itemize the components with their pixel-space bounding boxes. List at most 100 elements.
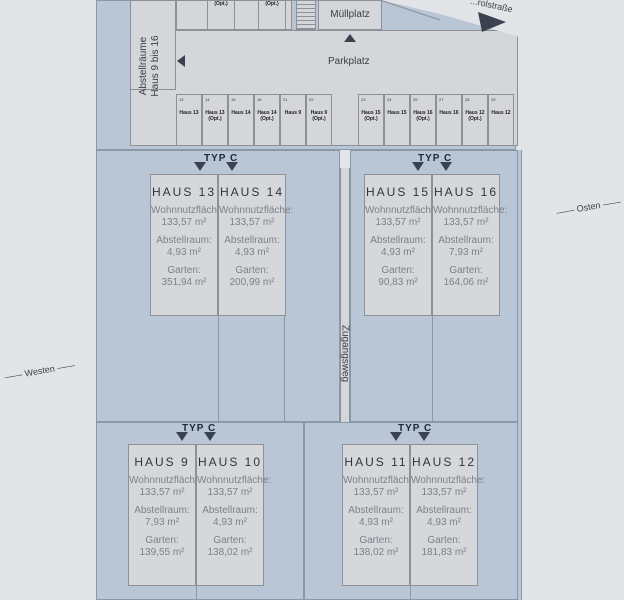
storage-value: 4,93 m² <box>167 247 201 258</box>
parking-spot-number: 28 <box>465 97 470 102</box>
garden-label: Garten: <box>235 265 269 276</box>
garden-value: 138,02 m² <box>207 547 253 558</box>
parking-spot-number: 25 <box>413 97 418 102</box>
parking-spot-number: 24 <box>387 97 392 102</box>
parking-spot-number: 16 <box>257 97 262 102</box>
waste-area-label: Müllplatz <box>330 9 370 20</box>
street-edge <box>380 0 530 40</box>
storage-value: 4,93 m² <box>235 247 269 258</box>
parking-spot-label: (Opt.) <box>265 1 279 7</box>
arrow-down-icon <box>390 432 402 441</box>
arrow-down-icon <box>204 432 216 441</box>
living-area-label: Wohnnutzfläche: <box>151 205 226 216</box>
garden-label: Garten: <box>167 265 201 276</box>
house-name: HAUS 10 <box>197 455 263 469</box>
storage-value: 4,93 m² <box>427 517 461 528</box>
living-area-label: Wohnnutzfläche: <box>365 205 440 216</box>
parking-spot-number: 14 <box>205 97 210 102</box>
garden-value: 181,83 m² <box>421 547 467 558</box>
garden-divider <box>218 316 219 422</box>
parking-spot-label: Haus 13 <box>179 110 199 116</box>
west-label: —— Westen —— <box>3 359 76 383</box>
storage-label: Abstellraum: <box>416 505 472 516</box>
storage-value: 7,93 m² <box>449 247 483 258</box>
parking-label: Parkplatz <box>328 56 370 67</box>
garden-label: Garten: <box>359 535 393 546</box>
parking-spot-label: (Opt.) <box>214 1 228 7</box>
garden-divider <box>196 585 197 600</box>
house-name: HAUS 13 <box>151 185 217 199</box>
parking-spot-label: Haus 9 <box>284 110 302 116</box>
type-c-label: TYP C <box>418 153 453 164</box>
living-area-label: Wohnnutzfläche: <box>219 205 294 216</box>
arrow-up-icon <box>344 34 356 42</box>
arrow-down-icon <box>418 432 430 441</box>
access-path-label: Zugangsweg <box>339 324 351 383</box>
parking-spot-label: Haus 15 <box>387 110 407 116</box>
living-area-label: Wohnnutzfläche: <box>343 475 418 486</box>
west-text: Westen <box>23 363 56 379</box>
living-area-value: 133,57 m² <box>353 487 399 498</box>
garden-label: Garten: <box>145 535 179 546</box>
living-area-value: 133,57 m² <box>421 487 467 498</box>
parking-spot-number: 29 <box>491 97 496 102</box>
parking-spot-label: Haus 12 (Opt.) <box>465 110 485 122</box>
storage-value: 4,93 m² <box>381 247 415 258</box>
stairs <box>296 0 316 30</box>
parking-spot: (Opt.) <box>207 0 235 30</box>
arrow-left-icon <box>177 55 185 67</box>
house-name: HAUS 14 <box>219 185 285 199</box>
house-card: HAUS 9 Wohnnutzfläche:133,57 m² Abstellrau… <box>128 444 204 586</box>
storage-value: 4,93 m² <box>213 517 247 528</box>
east-text: Osten <box>575 199 602 215</box>
parking-spot-number: 15 <box>231 97 236 102</box>
type-c-label: TYP C <box>182 423 217 434</box>
parking-spot-label: Haus 14 <box>231 110 251 116</box>
living-area-value: 133,57 m² <box>443 217 489 228</box>
storage-label: Abstellraum: <box>134 505 190 516</box>
storage-rooms-block <box>130 0 176 90</box>
parking-spot-number: 13 <box>179 97 184 102</box>
arrow-down-icon <box>440 162 452 171</box>
garden-divider <box>284 316 285 422</box>
house-name: HAUS 9 <box>134 455 190 469</box>
living-area-value: 133,57 m² <box>229 217 275 228</box>
parking-spot-number: 27 <box>439 97 444 102</box>
house-name: HAUS 16 <box>433 185 499 199</box>
living-area-label: Wohnnutzfläche: <box>411 475 486 486</box>
garden-value: 200,99 m² <box>229 277 275 288</box>
arrow-down-icon <box>176 432 188 441</box>
parking-spot-number: 21 <box>283 97 288 102</box>
type-c-label: TYP C <box>398 423 433 434</box>
parking-spot: (Opt.) <box>258 0 286 30</box>
living-area-value: 133,57 m² <box>139 487 185 498</box>
house-name: HAUS 15 <box>365 185 431 199</box>
parking-spot-label: Haus 16 (Opt.) <box>413 110 433 122</box>
access-path <box>340 168 350 422</box>
storage-value: 7,93 m² <box>145 517 179 528</box>
living-area-value: 133,57 m² <box>207 487 253 498</box>
house-name: HAUS 12 <box>411 455 477 469</box>
living-area-value: 133,57 m² <box>375 217 421 228</box>
living-area-label: Wohnnutzfläche: <box>129 475 204 486</box>
plot-right-edge <box>518 150 522 600</box>
parking-spot-label: Haus 16 <box>439 110 459 116</box>
storage-label: Abstellraum: <box>156 235 212 246</box>
type-c-label: TYP C <box>204 153 239 164</box>
living-area-label: Wohnnutzfläche: <box>433 205 508 216</box>
garden-value: 164,06 m² <box>443 277 489 288</box>
arrow-down-icon <box>226 162 238 171</box>
storage-rooms-line1: Abstellräume <box>138 36 149 96</box>
